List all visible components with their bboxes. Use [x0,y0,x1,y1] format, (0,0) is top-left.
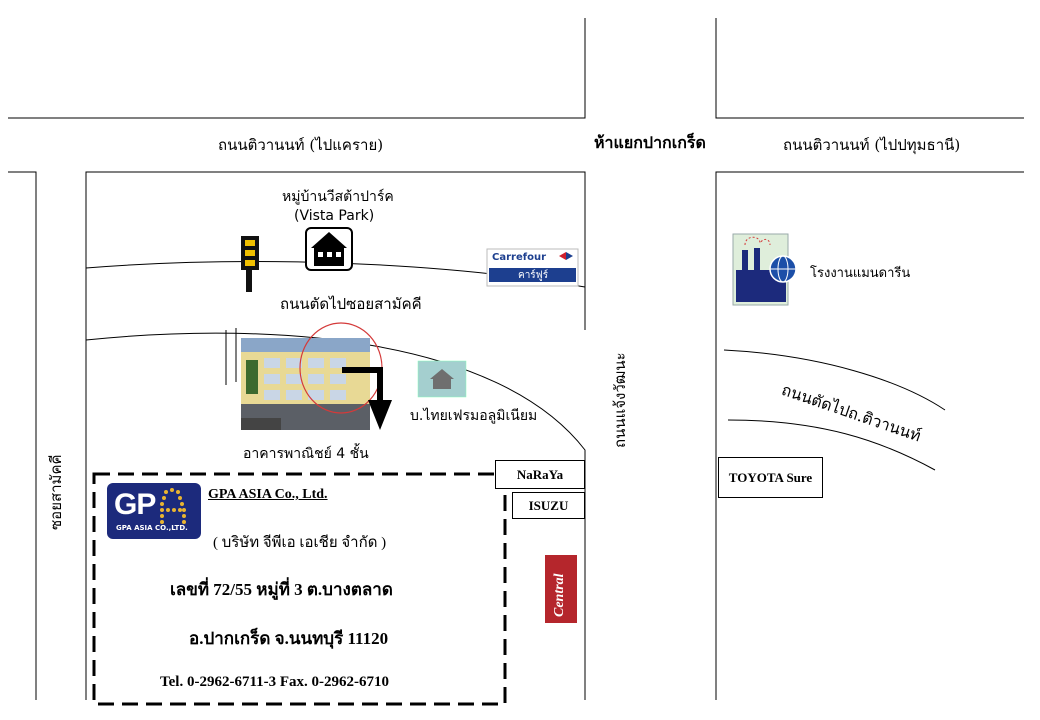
carrefour-th-label: คาร์ฟูร์ [518,270,549,281]
road-label-chaeng-watthana: ถนนแจ้งวัฒนะ [611,352,629,448]
vista-park-label: หมู่บ้านวีสต้าปาร์ค [282,189,394,205]
road-label-intersection: ห้าแยกปากเกร็ด [594,133,706,152]
road-label-top-right: ถนนติวานนท์ (ไปปทุมธานี) [783,136,961,154]
road-edge-mid-right [715,171,1024,700]
isuzu-tag: ISUZU [512,492,585,519]
globe-icon [769,255,797,283]
thai-frame-label: บ.ไทยเฟรมอลูมิเนียม [410,408,538,424]
road-edge-top-right [715,18,1024,119]
road-curve-lower [85,332,586,700]
road-edge-top-left [8,18,586,119]
toyota-tag: TOYOTA Sure [718,457,823,498]
direction-arrow-icon [342,367,392,430]
company-name-th: ( บริษัท จีพีเอ เอเชีย จำกัด ) [213,535,387,551]
road-edge-mid-left [85,171,586,700]
road-label-soi-samakkhi: ซอยสามัคคี [47,454,65,530]
road-edge-soi-left [8,171,37,700]
central-logo [545,555,577,623]
building-photo [241,338,370,430]
company-address-1: เลขที่ 72/55 หมู่ที่ 3 ต.บางตลาด [170,580,393,599]
mandarin-label: โรงงานแมนดารีน [810,266,911,281]
house-icon [305,227,353,271]
road-label-cut-soi: ถนนตัดไปซอยสามัคคี [280,295,422,313]
road-curve-right-2 [727,419,936,471]
naraya-tag: NaRaYa [495,460,585,489]
home-icon [417,360,467,398]
gpa-logo-text: GP [114,488,156,521]
company-name-en: GPA ASIA Co., Ltd. [208,487,328,502]
company-contact: Tel. 0-2962-6711-3 Fax. 0-2962-6710 [160,674,390,690]
traffic-light-icon [241,236,259,292]
commercial-building-label: อาคารพาณิชย์ 4 ชั้น [243,446,369,462]
road-label-top-left: ถนนติวานนท์ (ไปแคราย) [218,136,384,154]
gpa-logo-sub: GPA ASIA CO.,LTD. [116,524,188,532]
company-box [92,472,507,706]
company-address-2: อ.ปากเกร็ด จ.นนทบุรี 11120 [189,629,389,648]
carrefour-label: Carrefour [492,252,547,263]
road-curve-right-1 [723,349,946,411]
central-label: Central [552,573,567,617]
gpa-logo [107,483,201,539]
carrefour-logo [486,248,579,287]
vista-park-en-label: (Vista Park) [294,208,375,224]
